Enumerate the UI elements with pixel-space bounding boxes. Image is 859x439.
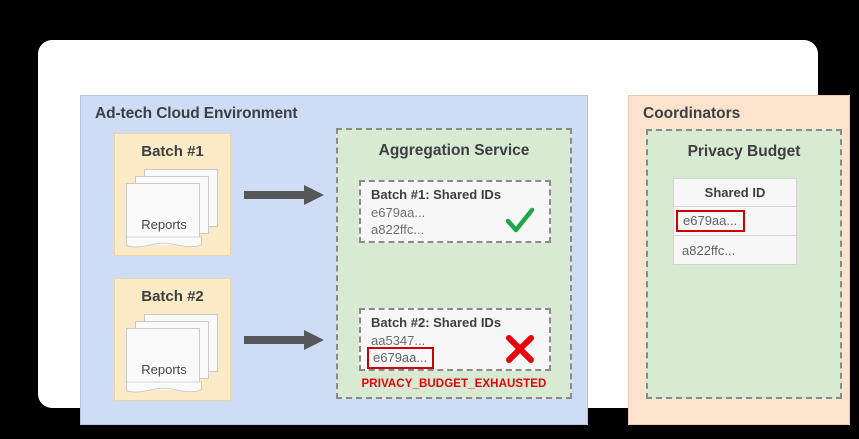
batch-1-shared-ids-card: Batch #1: Shared IDs e679aa... a822ffc..…	[359, 180, 551, 243]
table-row: a822ffc...	[673, 235, 797, 265]
document-icon: Reports	[126, 183, 200, 245]
batch-1-shared-ids-title: Batch #1: Shared IDs	[371, 187, 502, 202]
batch-1-shared-id-first: e679aa...	[371, 205, 426, 220]
batch-2-shared-id-first: aa5347...	[371, 333, 426, 348]
batch-1-reports-stack: Reports	[126, 169, 221, 248]
adtech-cloud-environment-panel: Ad-tech Cloud Environment Batch #1 Repor…	[80, 95, 588, 425]
table-row: e679aa...	[673, 206, 797, 236]
shared-id-table: Shared ID e679aa... a822ffc...	[673, 178, 797, 265]
document-wave-edge	[126, 236, 202, 248]
document-icon: Reports	[126, 328, 200, 390]
batch-2-title: Batch #2	[141, 288, 204, 305]
batch-2-reports-label: Reports	[141, 362, 187, 377]
check-icon	[505, 207, 535, 233]
shared-id-cell-highlighted: e679aa...	[673, 206, 797, 236]
arrow-batch1-to-aggregation	[244, 185, 324, 205]
batch-1-shared-id-second: a822ffc...	[371, 222, 425, 237]
privacy-budget-title: Privacy Budget	[687, 143, 801, 160]
document-wave-edge	[126, 381, 202, 393]
coordinators-panel-title: Coordinators	[643, 105, 741, 122]
batch-2-shared-ids-title: Batch #2: Shared IDs	[371, 315, 502, 330]
coordinators-panel: Coordinators Privacy Budget Shared ID e6…	[628, 95, 850, 425]
aggregation-service-box: Aggregation Service Batch #1: Shared IDs…	[336, 128, 572, 399]
privacy-budget-exhausted-message: PRIVACY_BUDGET_EXHAUSTED	[361, 378, 547, 390]
arrow-batch2-to-aggregation	[244, 330, 324, 350]
batch-1-reports-label: Reports	[141, 217, 187, 232]
batch-2-box: Batch #2 Reports	[114, 278, 231, 401]
shared-id-value: e679aa...	[676, 210, 746, 232]
cross-icon	[506, 335, 534, 363]
batch-2-shared-id-second-highlighted: e679aa...	[367, 347, 435, 369]
diagram-card: Ad-tech Cloud Environment Batch #1 Repor…	[38, 40, 850, 425]
batch-2-reports-stack: Reports	[126, 314, 221, 393]
aggregation-service-title: Aggregation Service	[378, 142, 530, 159]
shared-id-column-header: Shared ID	[673, 178, 797, 207]
privacy-budget-box: Privacy Budget Shared ID e679aa...	[646, 129, 842, 399]
batch-2-shared-ids-card: Batch #2: Shared IDs aa5347... e679aa...	[359, 308, 551, 371]
batch-1-title: Batch #1	[141, 143, 204, 160]
shared-id-cell: a822ffc...	[673, 235, 797, 265]
batch-1-box: Batch #1 Reports	[114, 133, 231, 256]
table-header-row: Shared ID	[673, 178, 797, 207]
adtech-panel-title: Ad-tech Cloud Environment	[95, 105, 298, 122]
